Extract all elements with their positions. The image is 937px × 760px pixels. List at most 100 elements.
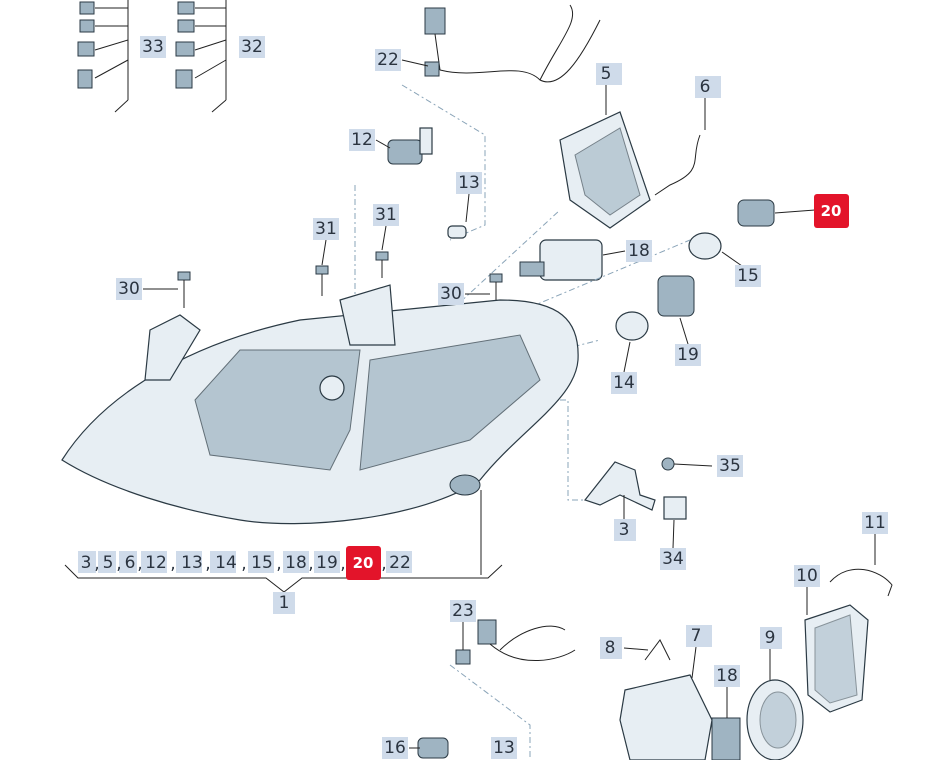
assembly-item-text: 18 — [285, 553, 307, 573]
svg-text:,: , — [381, 554, 386, 574]
bulb-15 — [688, 232, 722, 260]
callout-text: 30 — [118, 279, 140, 299]
callout-13[interactable]: 13 — [456, 172, 482, 194]
callout-text: 30 — [440, 284, 462, 304]
clip-set-32 — [175, 0, 227, 113]
assembly-item-text: 13 — [181, 553, 203, 573]
bulb-16 — [417, 737, 449, 759]
callout-7[interactable]: 7 — [686, 625, 712, 647]
wire-11 — [829, 568, 893, 597]
callout-34[interactable]: 34 — [660, 548, 686, 570]
callout-30[interactable]: 30 — [438, 283, 464, 305]
housing-cover-5 — [559, 111, 651, 229]
actuator-18 — [519, 239, 603, 281]
screw-30-left — [177, 271, 191, 308]
assembly-item-18[interactable]: 18 — [283, 551, 309, 573]
assembly-item-5[interactable]: 5 — [98, 551, 116, 573]
callout-33[interactable]: 33 — [140, 36, 166, 58]
callout-text: 11 — [864, 513, 886, 533]
callout-6[interactable]: 6 — [695, 76, 721, 98]
assembly-item-text: 19 — [316, 553, 338, 573]
wiring-harness-22 — [424, 4, 601, 83]
callout-text: 19 — [677, 345, 699, 365]
callout-8[interactable]: 8 — [600, 637, 622, 659]
callout-35[interactable]: 35 — [717, 455, 743, 477]
assembly-item-14[interactable]: 14 — [210, 551, 237, 573]
callout-text: 18 — [628, 241, 650, 261]
callout-text: 33 — [142, 37, 164, 57]
bulb-13 — [447, 225, 467, 239]
svg-text:,: , — [116, 554, 121, 574]
screw-31-right — [375, 251, 389, 278]
svg-text:,: , — [170, 554, 175, 574]
svg-text:,: , — [340, 554, 345, 574]
callout-text: 8 — [605, 638, 616, 658]
bracket-3 — [583, 461, 656, 511]
callout-text: 35 — [719, 456, 741, 476]
assembly-item-text: 3 — [81, 553, 92, 573]
callout-text: 18 — [716, 666, 738, 686]
callout-31[interactable]: 31 — [373, 204, 399, 226]
callout-text: 34 — [662, 549, 684, 569]
callout-5[interactable]: 5 — [596, 63, 622, 85]
callout-text: 32 — [241, 37, 263, 57]
svg-text:,: , — [276, 554, 281, 574]
callout-text: 5 — [601, 64, 612, 84]
callout-text: 13 — [493, 738, 515, 758]
callout-18[interactable]: 18 — [626, 240, 652, 262]
callout-32[interactable]: 32 — [239, 36, 265, 58]
callout-text: 7 — [691, 626, 702, 646]
callout-text: 3 — [619, 520, 630, 540]
seal-10 — [804, 604, 869, 713]
assembly-item-text: 15 — [251, 553, 273, 573]
clip-set-33 — [77, 0, 129, 113]
clip-34 — [663, 496, 687, 520]
bulb-14 — [615, 311, 649, 341]
callout-13[interactable]: 13 — [491, 737, 517, 759]
callout-19[interactable]: 19 — [675, 344, 701, 366]
callout-1[interactable]: 1 — [273, 592, 295, 614]
assembly-item-22[interactable]: 22 — [386, 551, 412, 573]
callout-9[interactable]: 9 — [760, 627, 782, 649]
callout-text: 1 — [279, 593, 290, 613]
callout-31[interactable]: 31 — [313, 218, 339, 240]
svg-text:,: , — [137, 554, 142, 574]
callout-10[interactable]: 10 — [794, 565, 820, 587]
assembly-item-text: 5 — [103, 553, 114, 573]
separators: ,,,,,,,,,, — [94, 554, 386, 574]
callout-12[interactable]: 12 — [349, 129, 375, 151]
assembly-item-text: 20 — [353, 554, 374, 572]
callout-text: 23 — [452, 601, 474, 621]
socket-19 — [657, 275, 695, 317]
svg-text:,: , — [205, 554, 210, 574]
callout-18[interactable]: 18 — [714, 665, 740, 687]
callout-text: 12 — [351, 130, 373, 150]
assembly-item-15[interactable]: 15 — [248, 551, 274, 573]
callout-3[interactable]: 3 — [614, 519, 636, 541]
assembly-parts-row: 3 5 6 12 13 14 15 18 19 20 22 ,,,,,,,,,, — [78, 546, 412, 580]
callout-22[interactable]: 22 — [375, 49, 401, 71]
screw-35 — [661, 457, 713, 471]
assembly-item-19[interactable]: 19 — [314, 551, 340, 573]
bulb-12 — [387, 127, 433, 165]
assembly-item-text: 22 — [389, 553, 411, 573]
callout-30[interactable]: 30 — [116, 278, 142, 300]
callout-23[interactable]: 23 — [450, 600, 476, 622]
assembly-item-13[interactable]: 13 — [176, 551, 203, 573]
callout-text: 31 — [375, 205, 397, 225]
assembly-item-12[interactable]: 12 — [141, 551, 167, 573]
assembly-item-6[interactable]: 6 — [119, 551, 137, 573]
callout-15[interactable]: 15 — [735, 265, 761, 287]
svg-text:,: , — [94, 554, 99, 574]
reflector-7 — [619, 674, 713, 760]
callout-14[interactable]: 14 — [611, 372, 637, 394]
assembly-item-20-highlighted[interactable]: 20 — [346, 546, 381, 580]
callout-20-highlighted[interactable]: 20 — [814, 194, 849, 228]
callout-16[interactable]: 16 — [382, 737, 408, 759]
callout-11[interactable]: 11 — [862, 512, 888, 534]
assembly-item-3[interactable]: 3 — [78, 551, 96, 573]
callout-text: 15 — [737, 266, 759, 286]
assembly-item-text: 6 — [125, 553, 136, 573]
callout-text: 14 — [613, 373, 635, 393]
